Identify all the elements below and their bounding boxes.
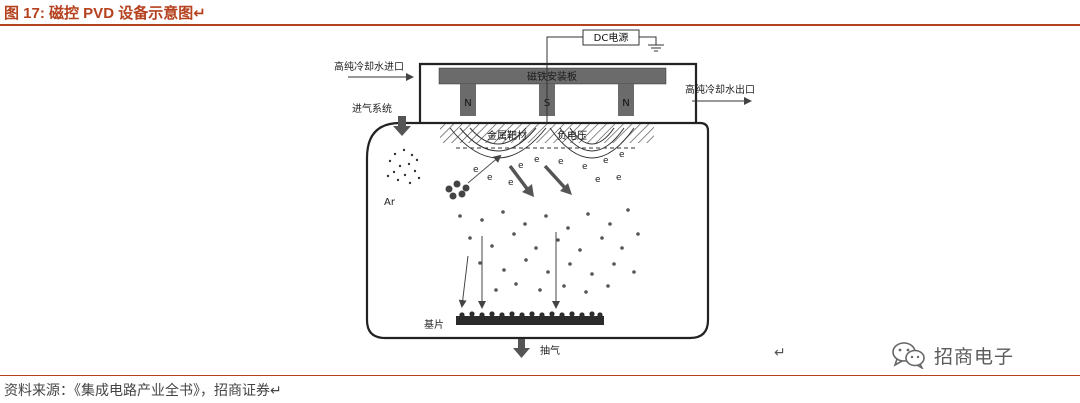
substrate-label: 基片 [424, 318, 444, 331]
svg-text:e: e [619, 150, 625, 160]
svg-text:e: e [508, 178, 514, 188]
dc-power-label: DC电源 [594, 31, 629, 44]
magnet-pole-1: N [464, 98, 471, 109]
coolant-inlet-label: 高纯冷却水进口 [334, 60, 404, 73]
gas-inlet-label: 进气系统 [352, 102, 392, 115]
svg-text:e: e [582, 162, 588, 172]
magnetron-pvd-diagram: 磁铁安装板 N S N DC电源 高纯冷却水进口 高纯冷却水出口 进气系统 金属… [334, 29, 755, 358]
electrons: e e e e e e e e e e e [473, 150, 625, 188]
argon-ions [445, 180, 470, 200]
paragraph-mark: ↵ [774, 345, 786, 361]
svg-text:e: e [518, 161, 524, 171]
source-note: 资料来源：《集成电路产业全书》，招商证券↵ [4, 383, 282, 399]
svg-text:e: e [534, 155, 540, 165]
ground-lead [639, 36, 657, 45]
svg-text:e: e [473, 165, 479, 175]
watermark: 招商电子 [892, 341, 1014, 369]
svg-text:e: e [487, 173, 493, 183]
svg-text:e: e [603, 156, 609, 166]
watermark-text: 招商电子 [934, 345, 1015, 368]
target-label: 金属靶材 [487, 129, 527, 142]
exhaust-arrow [513, 339, 530, 358]
argon-gas [386, 148, 421, 185]
exhaust-label: 抽气 [540, 344, 560, 357]
deposition-paths [458, 232, 560, 309]
metal-target [440, 124, 654, 143]
magnetic-field-lines [449, 127, 635, 159]
ion-trajectory [467, 154, 502, 184]
sputtered-atoms [458, 208, 640, 294]
sputter-arrows [508, 164, 568, 192]
title-rule [0, 24, 1080, 26]
svg-text:e: e [595, 175, 601, 185]
magnet-north-right [618, 84, 634, 116]
coolant-outlet-label: 高纯冷却水出口 [685, 83, 755, 96]
substrate [456, 316, 604, 325]
magnet-plate-label: 磁铁安装板 [527, 70, 577, 83]
footer-rule [0, 375, 1080, 376]
cooling-housing [418, 62, 698, 123]
gas-inlet-arrow [393, 116, 411, 136]
wechat-icon [892, 342, 925, 369]
power-lead [546, 36, 583, 124]
svg-text:e: e [558, 157, 564, 167]
magnet-north-left [460, 84, 476, 116]
figure-title: 图 17: 磁控 PVD 设备示意图↵ [4, 5, 206, 22]
svg-text:e: e [616, 173, 622, 183]
magnet-pole-3: N [622, 98, 629, 109]
vacuum-chamber [365, 121, 710, 340]
deposited-film [459, 311, 603, 318]
argon-label: Ar [384, 197, 396, 208]
